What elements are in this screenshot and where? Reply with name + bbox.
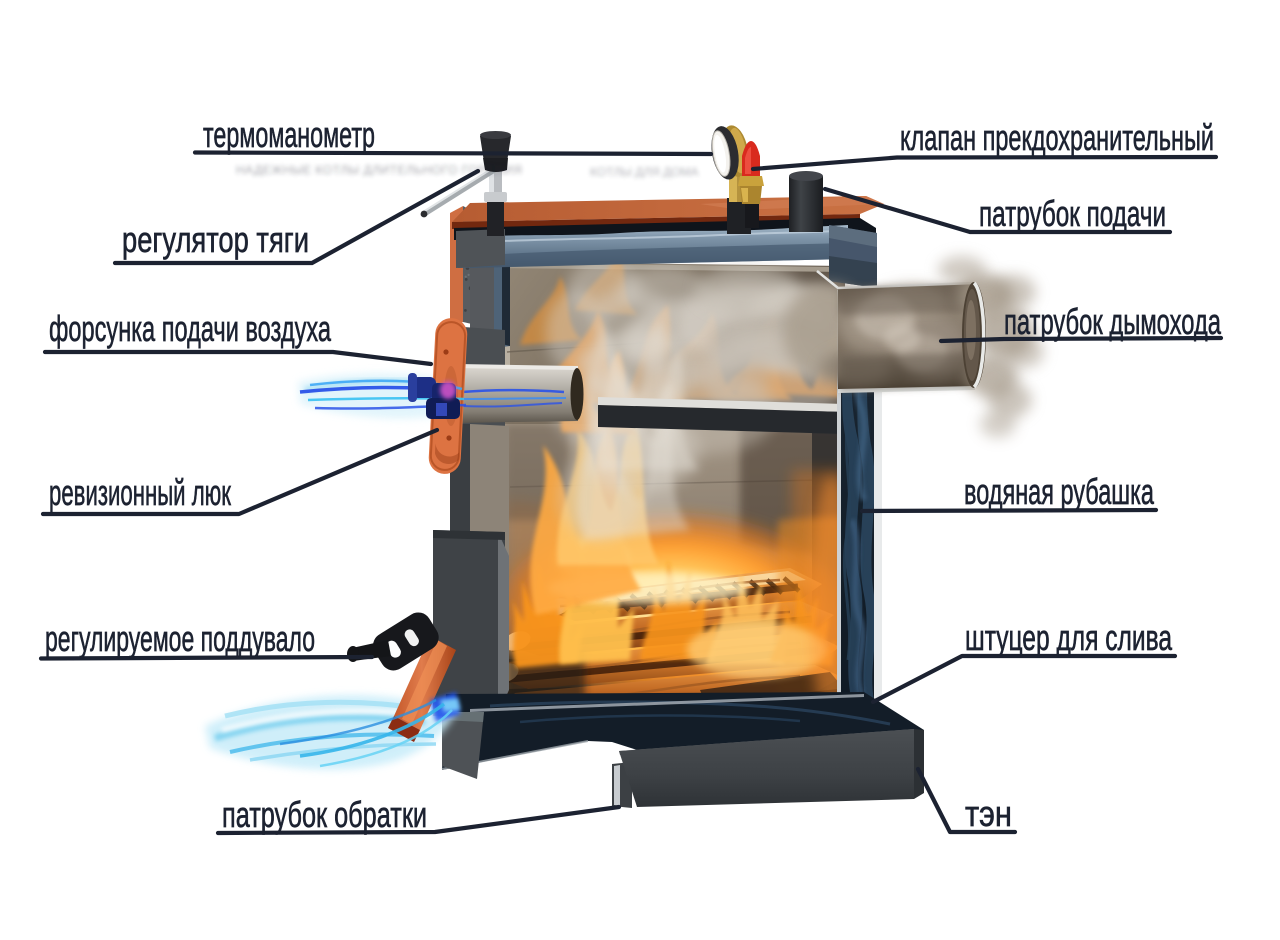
svg-text:регулятор тяги: регулятор тяги bbox=[122, 220, 309, 260]
svg-text:тэн: тэн bbox=[965, 794, 1012, 834]
svg-text:патрубок подачи: патрубок подачи bbox=[979, 194, 1166, 234]
svg-text:патрубок обратки: патрубок обратки bbox=[222, 795, 427, 835]
svg-text:КОТЛЫ ДЛЯ ДОМА: КОТЛЫ ДЛЯ ДОМА bbox=[590, 165, 699, 179]
svg-text:штуцер для слива: штуцер для слива bbox=[965, 618, 1172, 658]
svg-text:НАДЕЖНЫЕ КОТЛЫ ДЛИТЕЛЬНОГО ГОР: НАДЕЖНЫЕ КОТЛЫ ДЛИТЕЛЬНОГО ГОРЕНИЯ bbox=[236, 163, 522, 177]
svg-text:патрубок дымохода: патрубок дымохода bbox=[1004, 302, 1221, 342]
svg-text:водяная рубашка: водяная рубашка bbox=[964, 472, 1154, 512]
svg-text:термоманометр: термоманометр bbox=[203, 115, 375, 155]
svg-text:ревизионный люк: ревизионный люк bbox=[49, 473, 232, 513]
svg-text:форсунка подачи воздуха: форсунка подачи воздуха bbox=[49, 309, 331, 349]
svg-text:регулируемое поддувало: регулируемое поддувало bbox=[45, 619, 315, 659]
svg-text:клапан прекдохранительный: клапан прекдохранительный bbox=[900, 118, 1214, 158]
